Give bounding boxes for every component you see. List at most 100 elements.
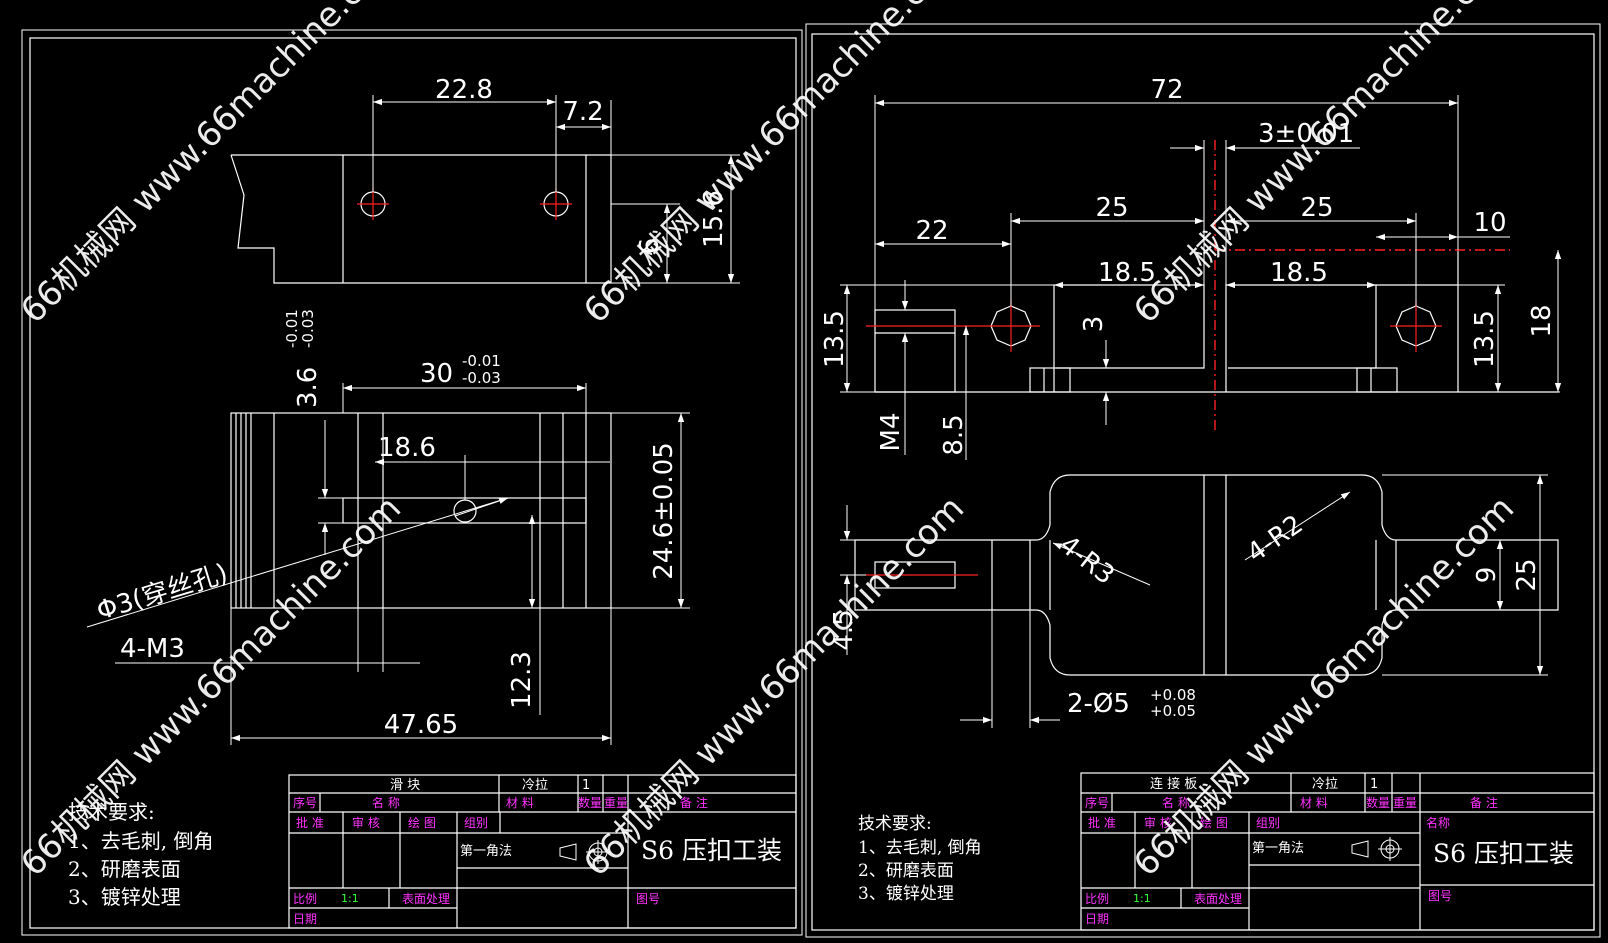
h-draw: 绘 图 (1200, 815, 1228, 830)
dim-30: 30 (420, 359, 453, 389)
scale-value: 1:1 (1133, 892, 1151, 905)
dim-15-6: 15.6 (699, 190, 729, 248)
tech-req-item-1: 1、去毛刺, 倒角 (68, 829, 213, 853)
h-scale: 比例 (293, 892, 317, 906)
thread-m4: M4 (876, 413, 906, 452)
h-drawing-no: 图号 (636, 892, 660, 906)
h-review: 审 核 (352, 815, 380, 830)
tech-req-item-1: 1、去毛刺, 倒角 (858, 838, 982, 858)
h-remark: 备 注 (680, 795, 708, 810)
h-remark: 备 注 (1470, 795, 1498, 810)
dim-2-d5-tol-up: +0.08 (1150, 686, 1196, 704)
h-name: 名 称 (372, 795, 400, 810)
slider-top-dimensions: 22.8 7.2 6 15.6 (372, 75, 740, 284)
scale-value: 1:1 (341, 892, 359, 905)
dim-2-d5: 2-Ø5 (1067, 689, 1130, 719)
dim-3-6-tol-low: -0.03 (299, 309, 317, 348)
dim-3-6-tol-up: -0.01 (283, 309, 301, 348)
left-tech-requirements: 技术要求: 1、去毛刺, 倒角 2、研磨表面 3、镀锌处理 (68, 800, 213, 909)
slider-front-view (230, 412, 612, 609)
thread-4-m3: 4-M3 (120, 634, 185, 664)
h-date: 日期 (1085, 912, 1109, 926)
right-sheet-outer-border (805, 23, 1601, 938)
dim-6: 6 (635, 238, 665, 255)
h-group: 组别 (1256, 816, 1280, 830)
tech-req-item-3: 3、镀锌处理 (68, 885, 181, 909)
quantity-value: 1 (582, 778, 590, 793)
material-value: 冷拉 (522, 778, 548, 793)
projection-label: 第一角法 (460, 844, 512, 859)
h-approve: 批 准 (296, 815, 324, 830)
dim-3-v: 3 (1079, 316, 1109, 333)
dim-72: 72 (1150, 75, 1183, 105)
left-sheet-outer-border (21, 29, 803, 936)
h-scale: 比例 (1085, 892, 1109, 906)
tech-req-title: 技术要求: (68, 800, 155, 824)
dim-22: 22 (915, 216, 948, 246)
dim-24-6: 24.6±0.05 (649, 442, 679, 580)
part-name: 滑 块 (390, 778, 420, 793)
watermark: 66机械网 www.66machine.com (13, 488, 409, 884)
dim-4-5: 4.5 (829, 609, 859, 650)
dim-25-a: 25 (1095, 193, 1128, 223)
dim-13-5-b: 13.5 (1470, 310, 1500, 368)
h-surface: 表面处理 (1194, 892, 1242, 906)
first-angle-projection-icon (559, 840, 610, 864)
dim-12-3: 12.3 (507, 651, 537, 709)
dim-7-2: 7.2 (562, 97, 603, 127)
h-seq: 序号 (293, 795, 317, 810)
h-title: 名称 (1426, 815, 1450, 830)
dim-3-6: 3.6 (293, 367, 323, 408)
dim-30-tol-low: -0.03 (462, 369, 501, 387)
first-angle-projection-icon (1351, 837, 1402, 861)
right-tech-requirements: 技术要求: 1、去毛刺, 倒角 2、研磨表面 3、镀锌处理 (858, 814, 982, 904)
h-surface: 表面处理 (402, 892, 450, 906)
left-sheet: 22.8 7.2 6 15.6 (21, 29, 803, 936)
dim-10: 10 (1473, 208, 1506, 238)
h-name: 名 称 (1162, 795, 1190, 810)
assembly-name: S6 压扣工装 (641, 836, 782, 865)
h-qty: 数量 (1366, 795, 1390, 810)
dim-3-tol: 3±0.01 (1258, 119, 1354, 149)
watermark: 66机械网 www.66machine.com (576, 0, 972, 331)
tech-req-item-2: 2、研磨表面 (858, 861, 954, 881)
dim-25-v: 25 (1512, 558, 1542, 591)
watermark: 66机械网 www.66machine.com (13, 0, 409, 331)
material-value: 冷拉 (1312, 777, 1338, 792)
plate-top-dimensions: 72 3±0.01 25 25 22 10 18.5 18.5 13 (820, 75, 1562, 460)
h-date: 日期 (293, 912, 317, 926)
h-seq: 序号 (1085, 795, 1109, 810)
radius-4-r3: 4-R3 (1054, 530, 1120, 591)
dim-47-65: 47.65 (384, 710, 458, 740)
dim-30-tol-up: -0.01 (462, 352, 501, 370)
radius-4-r2: 4-R2 (1242, 509, 1309, 568)
dim-18-5-a: 18.5 (1098, 258, 1156, 288)
dim-18-6: 18.6 (378, 433, 436, 463)
h-review: 审 核 (1144, 815, 1172, 830)
h-weight: 重量 (604, 796, 628, 810)
right-title-block: 连 接 板 冷拉 1 序号 名 称 材 料 数量 重量 备 注 批 准 审 核 … (1080, 772, 1595, 931)
dim-22-8: 22.8 (435, 75, 493, 105)
dim-2-d5-tol-low: +0.05 (1150, 702, 1196, 720)
plate-bottom-view (854, 474, 1559, 676)
h-approve: 批 准 (1088, 815, 1116, 830)
h-group: 组别 (464, 816, 488, 830)
left-title-block: 滑 块 冷拉 1 序号 名 称 材 料 数量 重量 备 注 批 准 审 核 绘 … (288, 774, 797, 929)
dim-18-5-b: 18.5 (1270, 258, 1328, 288)
h-weight: 重量 (1393, 796, 1417, 810)
h-material: 材 料 (1300, 796, 1328, 810)
h-draw: 绘 图 (408, 815, 436, 830)
projection-label: 第一角法 (1252, 841, 1304, 856)
dim-18: 18 (1527, 304, 1557, 337)
slider-top-view (230, 154, 612, 284)
watermarks: 66机械网 www.66machine.com 66机械网 www.66mach… (13, 0, 1522, 884)
h-drawing-no: 图号 (1428, 889, 1452, 903)
h-material: 材 料 (506, 796, 534, 810)
tech-req-item-3: 3、镀锌处理 (858, 884, 954, 904)
h-qty: 数量 (578, 795, 602, 810)
quantity-value: 1 (1370, 777, 1378, 792)
part-name: 连 接 板 (1150, 776, 1197, 792)
dim-25-b: 25 (1300, 193, 1333, 223)
tech-req-item-2: 2、研磨表面 (68, 857, 181, 881)
